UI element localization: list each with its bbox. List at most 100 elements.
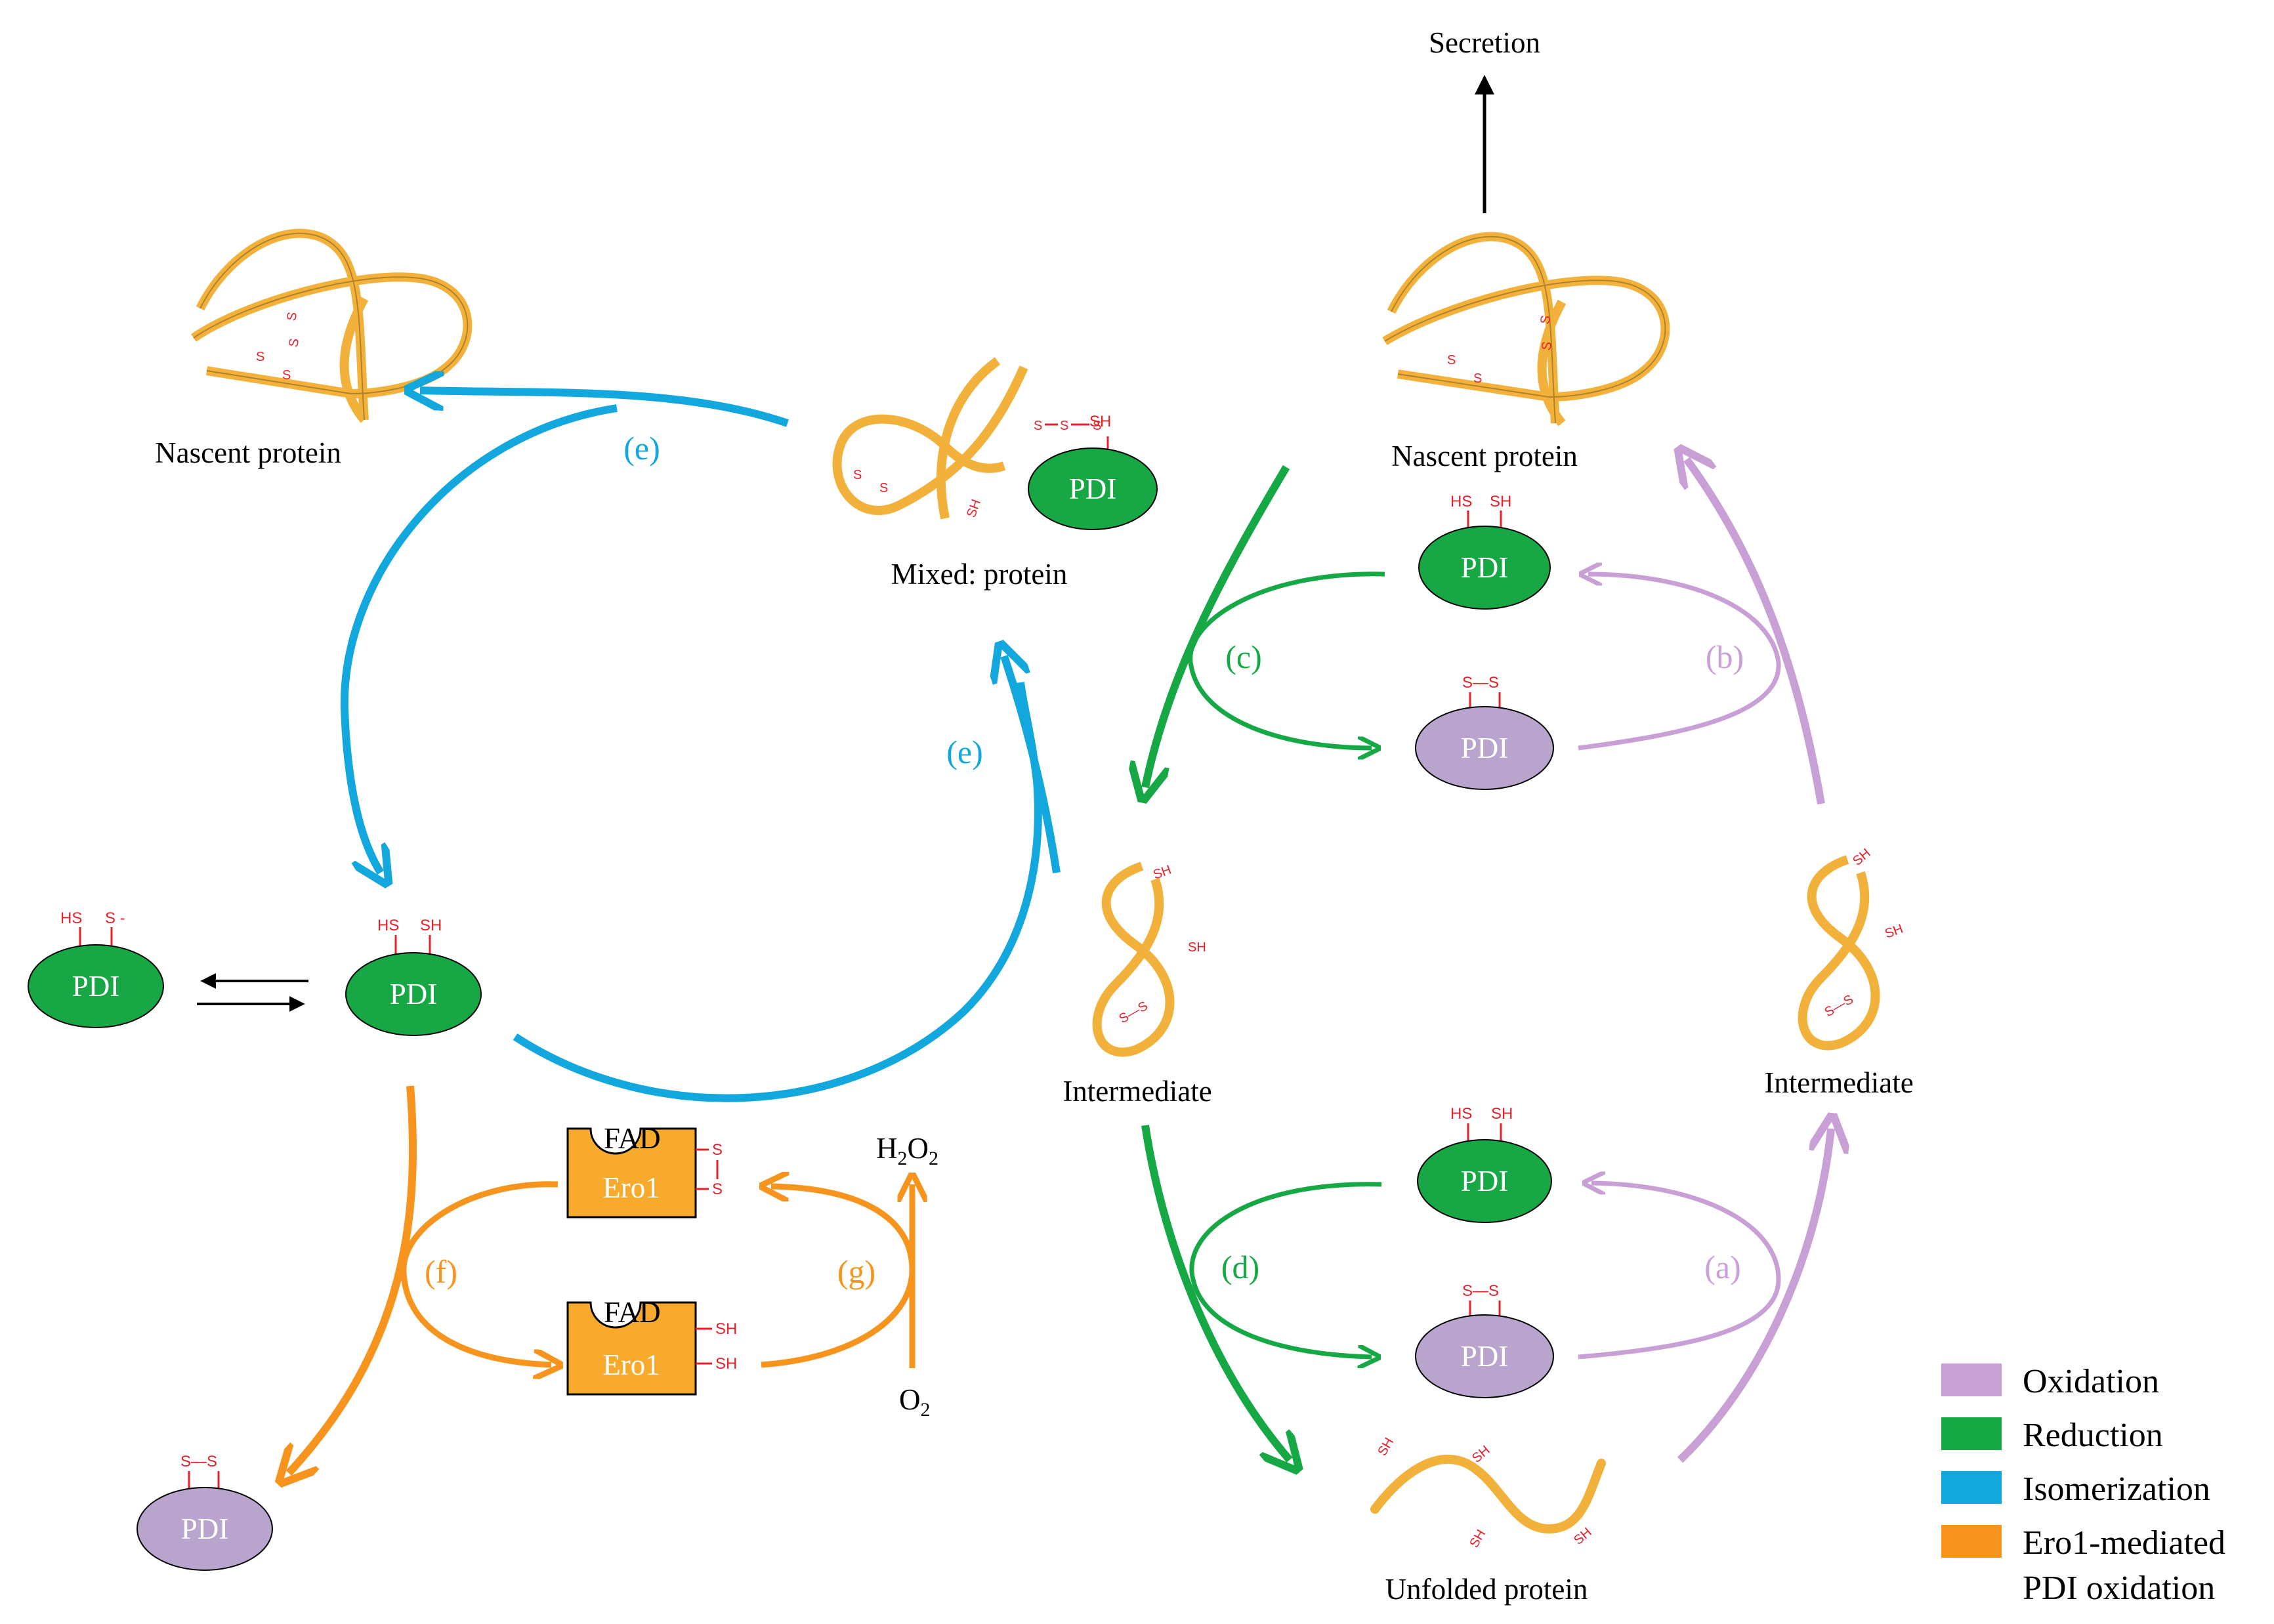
legend-label-ero1: Ero1-mediated bbox=[2023, 1524, 2225, 1562]
mixed-protein-label: Mixed: protein bbox=[891, 558, 1068, 591]
step-a-label: (a) bbox=[1704, 1249, 1741, 1285]
step-c-label: (c) bbox=[1225, 638, 1262, 675]
step-f-arrows: (f) bbox=[289, 1085, 558, 1473]
pdi-bottom-reduced-label: PDI bbox=[1461, 1165, 1509, 1197]
pdi-top-reduced-label: PDI bbox=[1461, 551, 1509, 584]
step-d-label: (d) bbox=[1221, 1249, 1259, 1285]
step-a-arrows: (a) bbox=[1578, 1129, 1831, 1463]
legend-swatch-oxidation bbox=[1941, 1364, 2002, 1396]
legend-swatch-isomerization bbox=[1941, 1471, 2002, 1504]
pdi-top-oxidized: S—S PDI bbox=[1415, 674, 1554, 790]
step-d-arrows: (d) bbox=[1141, 1125, 1382, 1460]
intermediate-mid-sh-1: SH bbox=[1151, 863, 1173, 883]
nascent-protein-right-label: Nascent protein bbox=[1391, 440, 1578, 472]
pdi-mixed-label: PDI bbox=[1069, 472, 1117, 505]
ero1-bottom-sh2: SH bbox=[715, 1355, 737, 1373]
ss-bond-1: S bbox=[256, 350, 264, 364]
pdi-top-hs: HS bbox=[1450, 493, 1472, 510]
pdi-left-sh: SH bbox=[420, 917, 442, 934]
ss-bond-8: S bbox=[1539, 341, 1555, 352]
nascent-protein-left: S S S S bbox=[191, 228, 473, 423]
secretion-label: Secretion bbox=[1429, 26, 1540, 59]
pdi-top-reduced: HS SH PDI bbox=[1418, 493, 1551, 610]
intermediate-right-ss: S—S bbox=[1822, 992, 1856, 1020]
pdi-bottom-oxidized: S—S PDI bbox=[1415, 1282, 1554, 1398]
unfolded-protein: SH SH SH SH bbox=[1370, 1435, 1606, 1551]
ss-bond-7: S bbox=[1538, 314, 1553, 325]
ero1-top-s1: S bbox=[712, 1141, 723, 1159]
ero1-bottom-fad: FAD bbox=[604, 1296, 661, 1329]
intermediate-mid-sh-2: SH bbox=[1188, 940, 1206, 955]
mixed-ss-1: S bbox=[853, 468, 862, 482]
secretion-group: Secretion bbox=[1429, 26, 1540, 213]
mixed-s-2: S bbox=[1060, 419, 1068, 433]
pdi-bottom-left-label: PDI bbox=[181, 1512, 229, 1545]
pdi-bottom-left-ss: S—S bbox=[180, 1453, 217, 1470]
ero1-reduced: FAD Ero1 SH SH bbox=[566, 1296, 737, 1396]
nascent-protein-left-label: Nascent protein bbox=[155, 436, 341, 469]
equilibrium-arrows bbox=[197, 973, 308, 1012]
step-g-label: (g) bbox=[837, 1253, 875, 1290]
pdi-thiolate-s: S - bbox=[105, 909, 125, 927]
step-e-arrows: (e) (e) bbox=[340, 390, 1061, 1102]
ss-bond-2: S bbox=[282, 368, 291, 383]
pdi-bottom-hs: HS bbox=[1450, 1105, 1472, 1123]
intermediate-mid-label: Intermediate bbox=[1063, 1075, 1211, 1108]
legend-swatch-reduction bbox=[1941, 1417, 2002, 1450]
pdi-bottom-sh: SH bbox=[1491, 1105, 1513, 1123]
unfolded-sh-3: SH bbox=[1467, 1527, 1488, 1550]
pdi-top-ss: S—S bbox=[1462, 674, 1499, 692]
mixed-ss-2: S bbox=[879, 481, 888, 495]
step-e-right-label: (e) bbox=[946, 734, 983, 770]
mixed-s-3: S bbox=[1093, 419, 1101, 433]
pdi-bottom-ss: S—S bbox=[1462, 1282, 1499, 1300]
intermediate-right-label: Intermediate bbox=[1764, 1066, 1913, 1099]
pdi-thiolate: HS S - PDI bbox=[28, 909, 164, 1028]
step-e-top-label: (e) bbox=[623, 430, 660, 467]
step-b-label: (b) bbox=[1706, 638, 1744, 675]
legend-swatch-ero1 bbox=[1941, 1525, 2002, 1558]
ss-bond-5: S bbox=[1447, 353, 1456, 367]
step-g-arrows: (g) bbox=[761, 1184, 912, 1368]
unfolded-sh-1: SH bbox=[1375, 1435, 1397, 1458]
legend: Oxidation Reduction Isomerization Ero1-m… bbox=[1941, 1363, 2225, 1607]
pdi-top-sh: SH bbox=[1490, 493, 1511, 510]
ss-bond-4: S bbox=[286, 337, 302, 348]
intermediate-right: SH SH S—S bbox=[1798, 846, 1905, 1051]
ero1-top-label: Ero1 bbox=[602, 1171, 660, 1204]
pdi-mixed: PDI bbox=[1028, 436, 1158, 530]
pdi-thiolate-hs: HS bbox=[60, 909, 82, 927]
ss-bond-6: S bbox=[1473, 371, 1482, 386]
unfolded-protein-label: Unfolded protein bbox=[1385, 1573, 1588, 1606]
legend-label-reduction: Reduction bbox=[2023, 1417, 2163, 1454]
mixed-protein: S S S SH S S SH bbox=[832, 357, 1111, 520]
ero1-top-fad: FAD bbox=[604, 1122, 661, 1155]
pdi-left-reduced: HS SH PDI bbox=[345, 917, 482, 1036]
pdi-thiolate-label: PDI bbox=[72, 970, 120, 1003]
nascent-protein-right: S S S S bbox=[1382, 232, 1670, 427]
intermediate-right-sh-1: SH bbox=[1850, 846, 1873, 869]
ero1-bottom-label: Ero1 bbox=[602, 1348, 660, 1381]
o2-label: O2 bbox=[899, 1383, 931, 1421]
intermediate-right-sh-2: SH bbox=[1883, 922, 1905, 942]
legend-label-oxidation: Oxidation bbox=[2023, 1363, 2159, 1400]
ero1-bottom-sh1: SH bbox=[715, 1320, 737, 1338]
mixed-sh-2: SH bbox=[964, 497, 984, 520]
ss-bond-3: S bbox=[284, 311, 300, 322]
pdi-top-oxidized-label: PDI bbox=[1461, 732, 1509, 764]
unfolded-sh-4: SH bbox=[1571, 1525, 1594, 1548]
pdi-bottom-oxidized-label: PDI bbox=[1461, 1340, 1509, 1373]
intermediate-mid: SH SH S—S bbox=[1092, 862, 1206, 1057]
step-c-arrows: (c) bbox=[1145, 465, 1385, 787]
mixed-s-1: S bbox=[1034, 419, 1042, 433]
pdi-bottom-left-oxidized: S—S PDI bbox=[137, 1453, 273, 1571]
intermediate-mid-ss: S—S bbox=[1117, 999, 1150, 1026]
ero1-top-s2: S bbox=[712, 1180, 723, 1198]
pdi-left-hs: HS bbox=[377, 917, 399, 934]
step-b-arrows: (b) bbox=[1578, 459, 1825, 805]
legend-label-isomerization: Isomerization bbox=[2023, 1470, 2210, 1508]
pdi-left-reduced-label: PDI bbox=[390, 978, 438, 1010]
step-f-label: (f) bbox=[425, 1253, 457, 1290]
legend-label-pdi-oxidation: PDI oxidation bbox=[2023, 1570, 2215, 1607]
h2o2-label: H2O2 bbox=[876, 1132, 938, 1169]
